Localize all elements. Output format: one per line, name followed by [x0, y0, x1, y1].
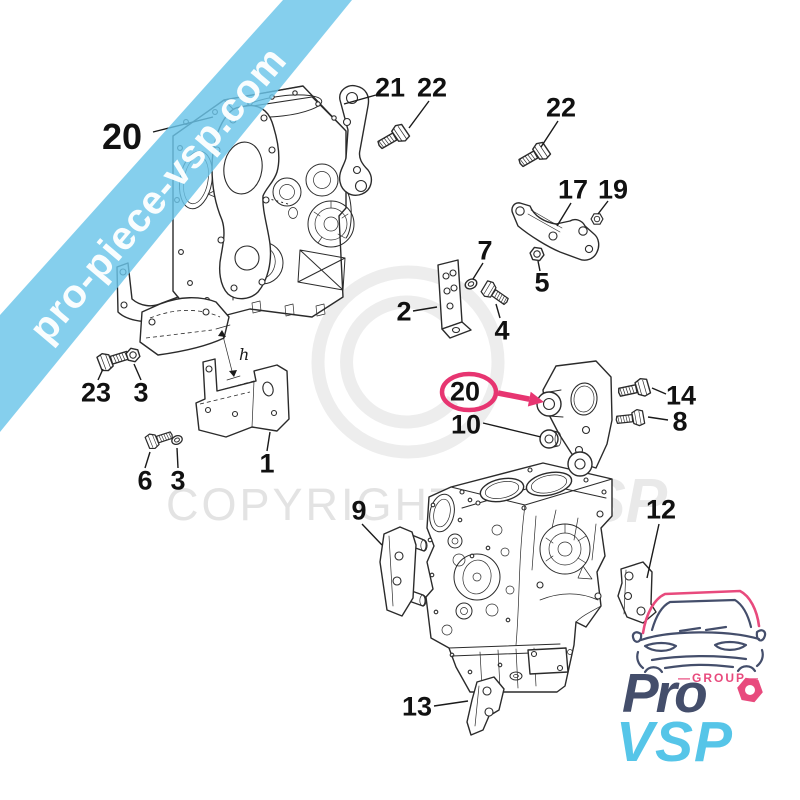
- hex-nut-icon: [737, 677, 763, 703]
- part-20-gasket-drawing: [211, 104, 280, 300]
- leader-line-2: [412, 306, 438, 312]
- part-5-nut-drawing: [528, 246, 546, 262]
- leader-line-7: [472, 262, 484, 280]
- leader-line-10: [482, 422, 542, 438]
- height-dimension: h: [215, 324, 249, 381]
- part-23-bolt-drawing: [95, 345, 132, 374]
- leader-lines: [97, 94, 669, 707]
- part-13-bracket-drawing: [466, 676, 505, 736]
- provsp-logo: [631, 589, 767, 703]
- part-2-bracket-drawing: [437, 259, 472, 339]
- leader-line-9: [361, 523, 383, 546]
- support-bracket-lower-drawing: [139, 297, 230, 356]
- leader-line-8: [647, 416, 669, 421]
- part-14-bolt-drawing: [616, 376, 652, 402]
- part-6-bolt-drawing: [144, 426, 176, 451]
- logo-group-label: —GROUP—: [678, 671, 761, 685]
- part-22-bolt-drawing-b: [514, 139, 553, 172]
- part-12-bracket-drawing: [617, 561, 657, 624]
- logo-pro-label: Pro: [622, 662, 708, 724]
- leader-line-3: [176, 447, 179, 469]
- leader-line-19: [597, 200, 609, 215]
- svg-text:h: h: [239, 345, 249, 364]
- highlight-arrow-head: [527, 391, 544, 407]
- leader-line-22: [408, 100, 430, 129]
- leader-line-21: [343, 94, 377, 105]
- part-9-bracket-drawing: [379, 526, 428, 617]
- highlight-ellipse: [439, 371, 499, 413]
- leader-line-5: [537, 260, 541, 272]
- leader-line-23: [97, 368, 104, 381]
- engine-mount-bracket-drawing: [536, 360, 613, 477]
- highlight-group: [439, 371, 544, 413]
- leader-line-17: [556, 202, 572, 227]
- part-10-bushing-drawing: [539, 429, 562, 449]
- leader-line-13: [433, 700, 469, 707]
- part-19-nut-drawing: [590, 213, 604, 225]
- leader-line-3: [133, 363, 142, 381]
- part-22-bolt-drawing-a: [373, 121, 412, 154]
- leader-line-6: [144, 451, 151, 469]
- part-21-link-bracket-drawing: [338, 84, 373, 196]
- part-1-bracket-drawing: [195, 358, 290, 438]
- leader-line-14: [651, 387, 667, 395]
- highlight-arrow-shaft: [497, 390, 530, 402]
- part-8-bolt-drawing: [614, 408, 646, 429]
- leader-line-1: [266, 431, 271, 452]
- logo-vsp-label: VSP: [616, 710, 734, 774]
- watermark-copyright-text: COPYRIGHT: [166, 479, 461, 530]
- engine-block-drawing: [425, 462, 613, 693]
- leader-line-4: [495, 303, 501, 319]
- car-outline-icon: [631, 589, 767, 674]
- leader-line-12: [646, 523, 660, 579]
- leader-line-22: [540, 120, 559, 148]
- part-17-bracket-drawing: [511, 202, 600, 261]
- watermark-copyright-symbol: [311, 265, 505, 459]
